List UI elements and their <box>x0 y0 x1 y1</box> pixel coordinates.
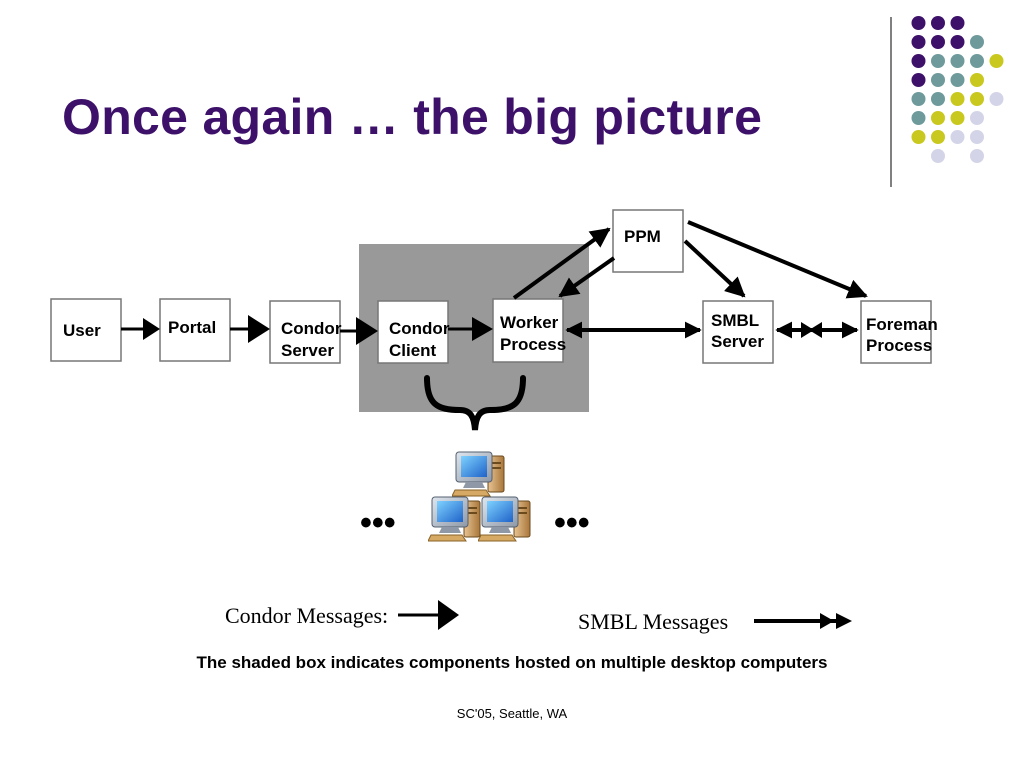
decorative-dot <box>911 111 926 125</box>
node-condor-client: Condor Client <box>377 300 450 364</box>
node-worker-process-line1: Worker <box>500 313 559 332</box>
node-condor-server: Condor Server <box>269 300 342 364</box>
legend-smbl-label: SMBL Messages <box>578 609 728 634</box>
arrow-smbl-foreman <box>775 321 859 339</box>
node-condor-server-line1: Condor <box>281 319 342 338</box>
decorative-dot <box>931 16 945 30</box>
node-foreman-process-line1: Foreman <box>866 315 938 334</box>
decorative-dot <box>989 54 1004 68</box>
condor-arrow-user-portal <box>121 318 160 340</box>
decorative-dot <box>911 130 926 144</box>
decorative-dot <box>931 111 945 125</box>
divider-line <box>890 17 892 187</box>
node-user-label: User <box>63 321 101 340</box>
decorative-dot <box>950 54 965 68</box>
decorative-dot <box>911 54 926 68</box>
decorative-dot <box>911 73 926 87</box>
node-condor-client-line1: Condor <box>389 319 450 338</box>
desktop-computer-icon <box>452 451 505 497</box>
arrow-ppm-to-worker <box>558 256 616 298</box>
decorative-dot <box>970 35 984 49</box>
node-worker-process-line2: Process <box>500 335 566 354</box>
decorative-dot <box>911 16 926 30</box>
ellipsis-left: ••• <box>360 504 396 542</box>
node-smbl-server-line1: SMBL <box>711 311 759 330</box>
decorative-dot <box>931 35 945 49</box>
decorative-dot <box>931 92 945 106</box>
decorative-dot <box>970 149 984 163</box>
node-user: User <box>50 298 122 362</box>
decorative-dot <box>950 16 965 30</box>
decorative-dot <box>970 130 984 144</box>
decorative-dot <box>970 54 984 68</box>
decorative-dot <box>931 130 945 144</box>
arrow-worker-to-ppm <box>512 227 611 300</box>
node-smbl-server-line2: Server <box>711 332 764 351</box>
condor-arrow-portal-server <box>230 315 270 343</box>
node-smbl-server: SMBL Server <box>702 300 774 364</box>
decorative-dot <box>950 92 965 106</box>
decorative-dot <box>989 92 1004 106</box>
condor-arrow-client-worker <box>448 317 493 341</box>
node-condor-client-line2: Client <box>389 341 437 360</box>
arrow-ppm-to-foreman <box>687 220 868 299</box>
node-foreman-process: Foreman Process <box>860 300 938 364</box>
legend-smbl-arrow <box>754 613 852 629</box>
node-ppm-label: PPM <box>624 227 661 246</box>
footer: SC'05, Seattle, WA <box>456 706 568 721</box>
ellipsis-right: ••• <box>554 504 590 542</box>
node-condor-server-line2: Server <box>281 341 334 360</box>
node-worker-process: Worker Process <box>492 298 566 363</box>
legend-condor-arrow <box>398 600 459 630</box>
node-portal-label: Portal <box>168 318 216 337</box>
node-ppm: PPM <box>612 209 684 273</box>
legend-condor-label: Condor Messages: <box>225 603 388 628</box>
decorative-dot <box>970 92 984 106</box>
decorative-dot <box>950 130 965 144</box>
decorative-dot <box>931 54 945 68</box>
decorative-dot <box>931 73 945 87</box>
decorative-dot <box>931 149 945 163</box>
decorative-dot <box>911 92 926 106</box>
node-foreman-process-line2: Process <box>866 336 932 355</box>
decorative-dot-grid <box>911 16 1004 163</box>
node-portal: Portal <box>159 298 231 362</box>
decorative-dot <box>911 35 926 49</box>
decorative-dot <box>950 111 965 125</box>
decorative-dot <box>970 111 984 125</box>
arrow-ppm-to-smbl <box>683 239 746 298</box>
slide-title: Once again … the big picture <box>62 89 763 145</box>
curly-brace-icon <box>424 375 526 431</box>
desktop-computer-icon <box>428 496 481 542</box>
desktop-computer-icon <box>478 496 531 542</box>
caption: The shaded box indicates components host… <box>196 653 828 672</box>
decorative-dot <box>970 73 984 87</box>
condor-arrow-server-client <box>340 317 378 345</box>
decorative-dot <box>950 35 965 49</box>
decorative-dot <box>950 73 965 87</box>
